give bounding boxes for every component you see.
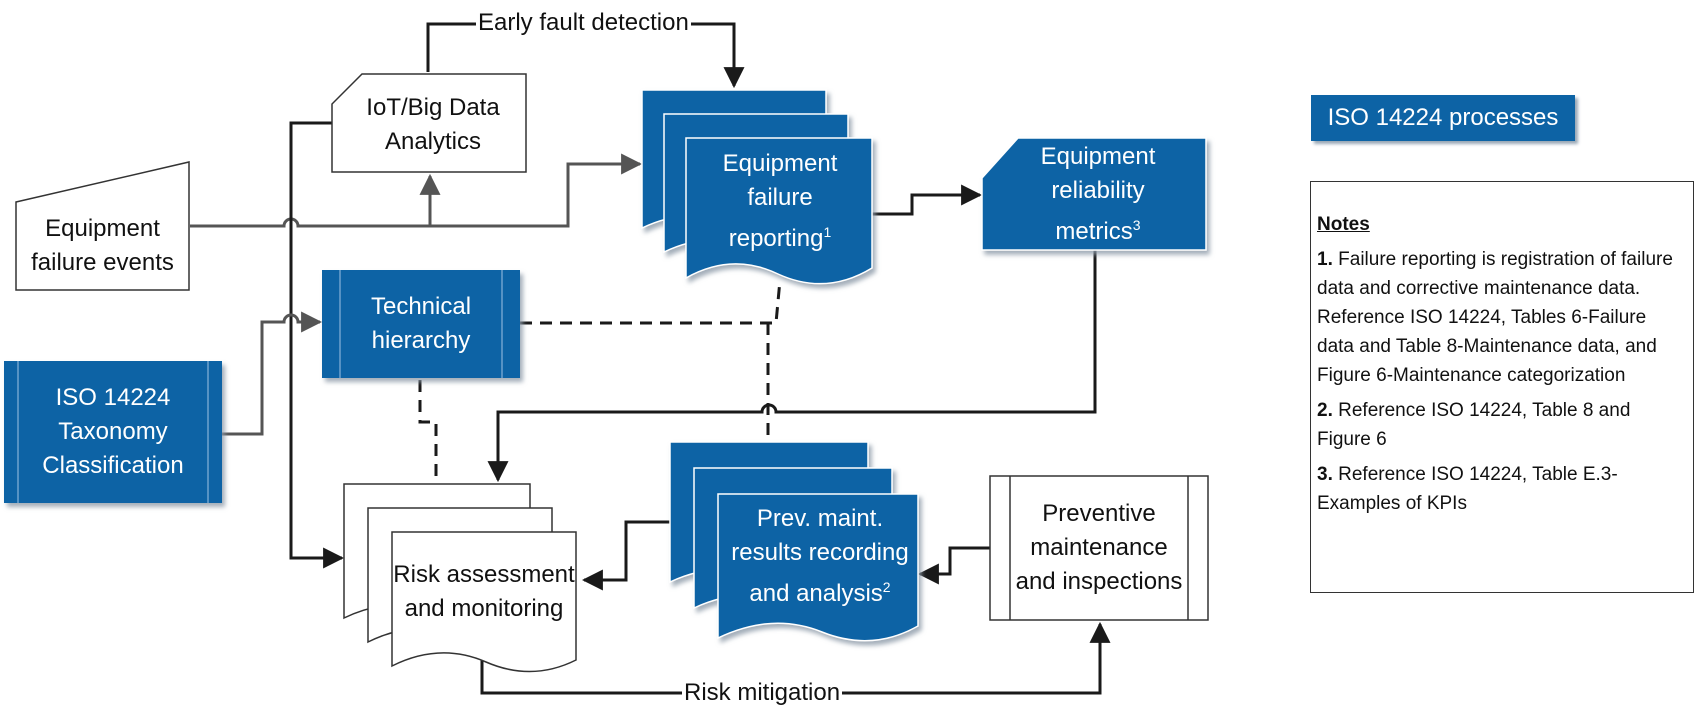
label-early-fault-detection: Early fault detection xyxy=(476,9,691,37)
shape-risk-assessment xyxy=(343,483,577,673)
shape-equipment-failure-events xyxy=(15,161,190,291)
edge-prevmaint-to-risk xyxy=(581,520,670,591)
label-prev-maint-results: Prev. maint. results recording and analy… xyxy=(731,504,909,607)
edge-iot-to-risk xyxy=(289,121,345,569)
footnote-ref-2: 2 xyxy=(882,578,891,595)
notes-panel: Notes 1. Failure reporting is registrati… xyxy=(1310,181,1694,593)
edge-hierarchy-to-risk-dashed xyxy=(418,380,438,482)
shape-equipment-reliability-metrics xyxy=(981,137,1207,251)
label-technical-hierarchy: Technical hierarchy xyxy=(370,293,472,354)
shape-iot-big-data xyxy=(331,73,527,173)
label-risk-mitigation: Risk mitigation xyxy=(682,679,843,707)
edge-events-to-reporting xyxy=(190,153,643,228)
legend-label: ISO 14224 processes xyxy=(1327,104,1559,131)
label-risk-assessment: Risk assessment and monitoring xyxy=(393,561,575,622)
label-iot-big-data: IoT/Big Data Analytics xyxy=(366,94,500,155)
footnote-ref-3: 3 xyxy=(1132,216,1141,233)
label-iso-taxonomy: ISO 14224 Taxonomy Classification xyxy=(42,384,184,479)
footnote-ref-1: 1 xyxy=(823,223,832,240)
shape-iso-taxonomy xyxy=(4,361,222,503)
edge-hierarchy-dashed xyxy=(520,279,782,325)
shape-preventive-maintenance xyxy=(989,475,1209,621)
label-equipment-failure-events: Equipment failure events xyxy=(31,215,174,276)
note-item: 3. Reference ISO 14224, Table E.3-Exampl… xyxy=(1317,464,1618,514)
legend-iso-processes: ISO 14224 processes xyxy=(1311,95,1575,141)
label-equipment-reliability-metrics: Equipment reliability metrics3 xyxy=(1040,142,1156,245)
shape-equipment-failure-reporting xyxy=(641,89,873,285)
label-preventive-maintenance: Preventive maintenance and inspections xyxy=(1015,500,1183,595)
edge-reporting-to-metrics xyxy=(872,184,983,216)
note-item: 1. Failure reporting is registration of … xyxy=(1317,249,1673,386)
edge-preventive-to-results xyxy=(917,546,990,585)
shape-prev-maint-results xyxy=(669,441,919,642)
shape-technical-hierarchy xyxy=(322,270,520,378)
notes-title: Notes xyxy=(1317,214,1370,235)
note-item: 2. Reference ISO 14224, Table 8 and Figu… xyxy=(1317,400,1631,450)
edge-taxonomy-to-hierarchy xyxy=(222,311,323,436)
label-equipment-failure-reporting: Equipment failure reporting1 xyxy=(722,149,838,252)
